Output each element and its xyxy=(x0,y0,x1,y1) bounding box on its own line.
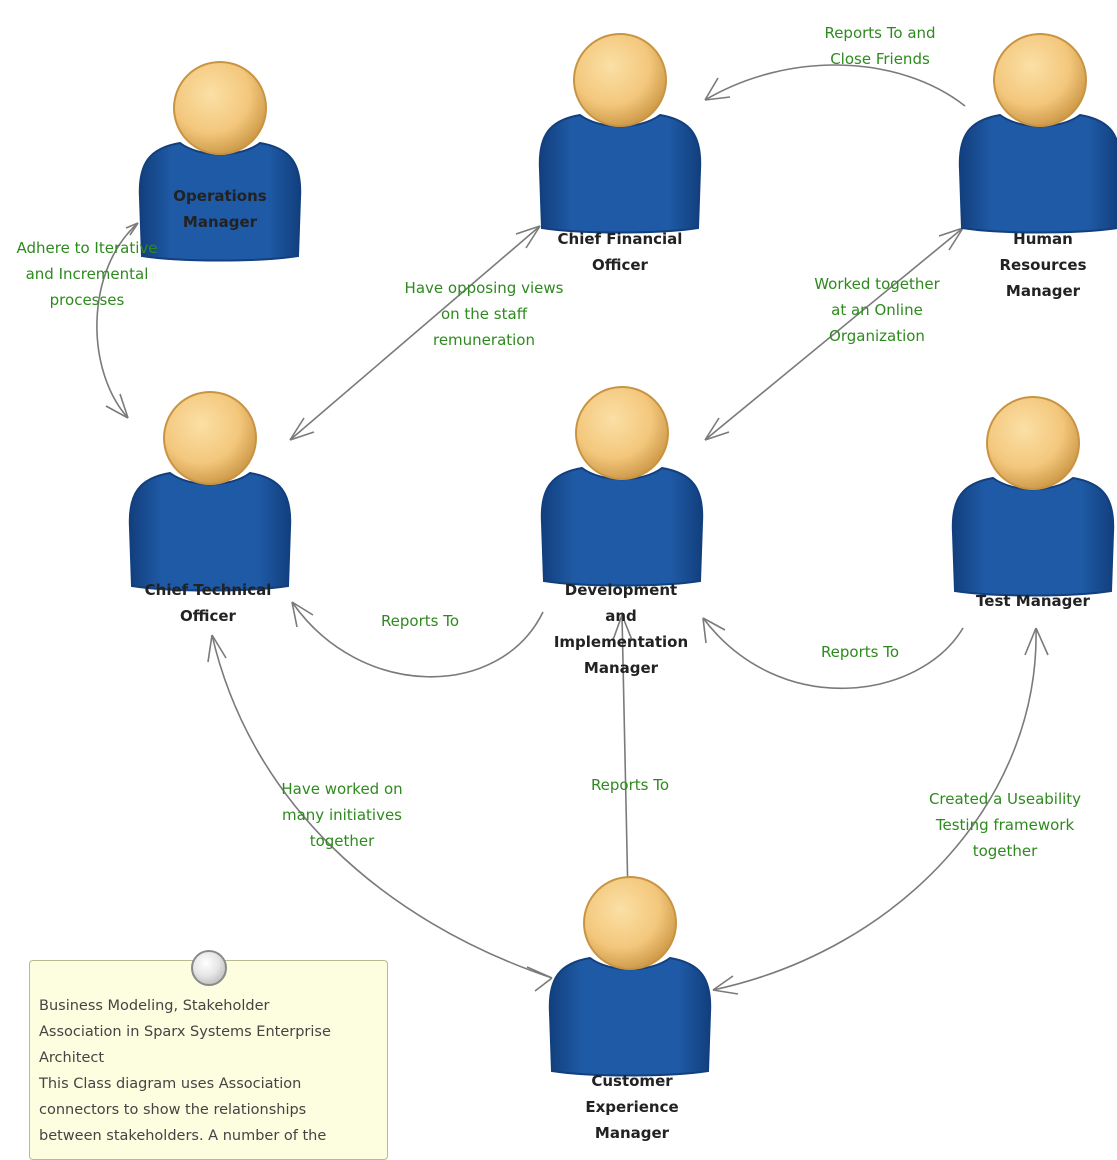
actor-figure-chief-financial-officer[interactable] xyxy=(538,33,702,234)
actor-head xyxy=(573,33,667,127)
actor-label-line: Manager xyxy=(594,1124,670,1142)
connector-label-line: many initiatives xyxy=(281,806,402,824)
actor-label-line: Development xyxy=(564,581,678,599)
connector-test-cust[interactable] xyxy=(712,627,1049,995)
connector-cto-cfo[interactable] xyxy=(289,225,541,441)
connector-label-line: and Incremental xyxy=(25,265,149,283)
note-line: between stakeholders. A number of the xyxy=(39,1128,327,1144)
actor-label-line: Officer xyxy=(180,607,236,625)
connector-label-line: processes xyxy=(49,291,125,309)
connector-label-line: Reports To xyxy=(590,776,670,794)
connector-label-line: together xyxy=(972,842,1038,860)
actor-label-line: Test Manager xyxy=(976,592,1090,610)
connector-label-line: remuneration xyxy=(432,331,535,349)
actor-label-line: Implementation xyxy=(553,633,689,651)
connector-label-hr-cfo: Reports To and Close Friends xyxy=(800,20,960,72)
connector-label-line: Adhere to Iterative xyxy=(16,239,158,257)
connector-hr-cfo[interactable] xyxy=(704,64,966,107)
connector-label-line: Have worked on xyxy=(281,780,403,798)
note-line: connectors to show the relationships xyxy=(39,1102,307,1118)
connector-label-line: Worked together xyxy=(814,275,940,293)
actor-label-operations-manager: Operations Manager xyxy=(150,183,290,235)
actor-label-development-implementation-manager: Development and Implementation Manager xyxy=(540,577,702,681)
connector-cust-dev[interactable] xyxy=(612,614,633,899)
connector-label-line: Reports To xyxy=(820,643,900,661)
actor-label-line: Experience xyxy=(585,1098,679,1116)
actor-figure-operations-manager[interactable] xyxy=(138,61,302,262)
connector-label-test-dev: Reports To xyxy=(800,639,920,665)
connector-label-line: Created a Useability xyxy=(928,790,1082,808)
actor-label-line: and xyxy=(605,607,637,625)
actor-label-human-resources-manager: Human Resources Manager xyxy=(973,226,1113,304)
connector-dev-hr[interactable] xyxy=(704,227,964,441)
connector-cto-cust[interactable] xyxy=(207,634,553,992)
actor-body xyxy=(548,956,712,1077)
actor-body xyxy=(128,471,292,592)
actor-label-line: Chief Technical xyxy=(144,581,272,599)
actor-head xyxy=(173,61,267,155)
actor-head xyxy=(583,876,677,970)
actor-figure-chief-technical-officer[interactable] xyxy=(128,391,292,592)
note-pin-icon xyxy=(191,950,227,986)
connector-label-line: together xyxy=(309,832,375,850)
connector-label-line: Close Friends xyxy=(830,50,930,68)
note-line: Business Modeling, Stakeholder xyxy=(39,998,270,1014)
actor-figure-development-implementation-manager[interactable] xyxy=(540,386,704,587)
actor-figure-human-resources-manager[interactable] xyxy=(958,33,1117,234)
actor-label-chief-financial-officer: Chief Financial Officer xyxy=(535,226,705,278)
actor-label-line: Customer xyxy=(591,1072,673,1090)
actor-label-line: Officer xyxy=(592,256,648,274)
actor-label-line: Manager xyxy=(182,213,258,231)
diagram-note[interactable]: Business Modeling, Stakeholder Associati… xyxy=(29,960,388,1160)
connector-dev-cto[interactable] xyxy=(291,601,544,678)
connector-label-line: Reports To and xyxy=(824,24,936,42)
actor-label-line: Operations xyxy=(173,187,267,205)
connector-label-line: on the staff xyxy=(440,305,528,323)
connector-label-line: Testing framework xyxy=(935,816,1075,834)
actor-body xyxy=(138,141,302,262)
actor-body xyxy=(958,113,1117,234)
actor-label-line: Human xyxy=(1013,230,1073,248)
actor-label-chief-technical-officer: Chief Technical Officer xyxy=(122,577,294,629)
actor-label-line: Manager xyxy=(1005,282,1081,300)
actor-head xyxy=(575,386,669,480)
actor-head xyxy=(993,33,1087,127)
actor-body xyxy=(951,476,1115,597)
actor-body xyxy=(538,113,702,234)
connector-label-line: at an Online xyxy=(831,301,923,319)
connector-label-dev-hr: Worked together at an Online Organizatio… xyxy=(797,271,957,349)
actor-label-customer-experience-manager: Customer Experience Manager xyxy=(562,1068,702,1146)
connector-label-cust-dev: Reports To xyxy=(570,772,690,798)
actor-label-test-manager: Test Manager xyxy=(963,588,1103,614)
actor-label-line: Resources xyxy=(999,256,1087,274)
actor-head xyxy=(163,391,257,485)
note-line: Association in Sparx Systems Enterprise xyxy=(39,1024,331,1040)
actor-figure-customer-experience-manager[interactable] xyxy=(548,876,712,1077)
actor-head xyxy=(986,396,1080,490)
note-line: This Class diagram uses Association xyxy=(39,1076,302,1092)
connector-label-ops-cto: Adhere to Iterative and Incremental proc… xyxy=(2,235,172,313)
connector-label-line: Have opposing views xyxy=(404,279,564,297)
connector-test-dev[interactable] xyxy=(702,617,964,690)
connector-label-line: Organization xyxy=(829,327,925,345)
actor-label-line: Manager xyxy=(583,659,659,677)
actor-label-line: Chief Financial xyxy=(557,230,683,248)
actor-body xyxy=(540,466,704,587)
connector-label-cto-cust: Have worked on many initiatives together xyxy=(262,776,422,854)
note-line: Architect xyxy=(39,1050,105,1066)
connector-label-line: Reports To xyxy=(380,612,460,630)
connector-label-cto-cfo: Have opposing views on the staff remuner… xyxy=(394,275,574,353)
connector-label-test-cust: Created a Useability Testing framework t… xyxy=(915,786,1095,864)
connector-label-dev-cto: Reports To xyxy=(360,608,480,634)
connector-ops-cto[interactable] xyxy=(96,222,139,419)
actor-figure-test-manager[interactable] xyxy=(951,396,1115,597)
